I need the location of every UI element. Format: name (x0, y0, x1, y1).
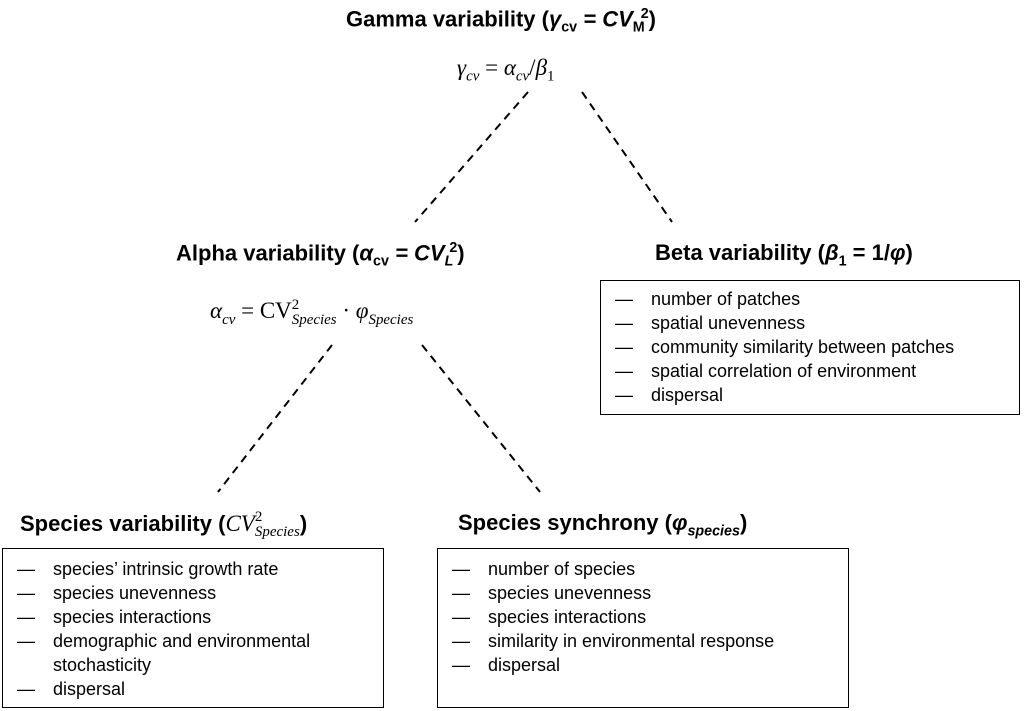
dash-bullet: — (452, 631, 470, 651)
species-synchrony-title: Species synchrony (φspecies) (458, 510, 748, 540)
list-item: —number of patches (615, 289, 801, 309)
dash-bullet: — (452, 583, 470, 603)
dash-bullet: — (452, 559, 470, 579)
gamma-alpha-connector (414, 91, 529, 223)
dash-bullet: — (17, 607, 35, 627)
dash-bullet: — (615, 289, 633, 309)
list-item: —species interactions (17, 607, 212, 627)
list-item: —species’ intrinsic growth rate (17, 559, 279, 579)
dash-bullet: — (17, 679, 35, 699)
list-item: —similarity in environmental response (452, 631, 775, 651)
list-item: —number of species (452, 559, 636, 579)
dash-bullet: — (615, 313, 633, 333)
dash-bullet: — (17, 631, 35, 651)
list-item: —spatial unevenness (615, 313, 806, 333)
species-synchrony-factors-box: —number of species —species unevenness —… (437, 548, 849, 708)
list-item: —demographic and environmental stochasti… (17, 631, 311, 675)
list-item: —dispersal (452, 655, 561, 675)
dash-bullet: — (615, 385, 633, 405)
alpha-speciessync-connector (421, 344, 541, 493)
dash-bullet: — (615, 361, 633, 381)
dash-bullet: — (452, 655, 470, 675)
alpha-title: Alpha variability (αcv = CVL2) (176, 240, 465, 270)
gamma-title: Gamma variability (γcv = CVM2) (346, 6, 656, 36)
list-item: —spatial correlation of environment (615, 361, 917, 381)
list-item: —dispersal (615, 385, 724, 405)
list-item: —species unevenness (17, 583, 217, 603)
gamma-formula: γcv = αcv/β1 (457, 55, 555, 85)
dash-bullet: — (615, 337, 633, 357)
dash-bullet: — (17, 583, 35, 603)
alpha-speciesvar-connector (217, 344, 333, 493)
beta-factors-box: —number of patches —spatial unevenness —… (600, 280, 1020, 415)
dash-bullet: — (17, 559, 35, 579)
list-item: —dispersal (17, 679, 126, 699)
list-item: —species unevenness (452, 583, 652, 603)
list-item: —community similarity between patches (615, 337, 955, 357)
beta-title: Beta variability (β1 = 1/φ) (655, 240, 913, 270)
species-variability-factors-box: —species’ intrinsic growth rate —species… (2, 548, 384, 708)
dash-bullet: — (452, 607, 470, 627)
gamma-beta-connector (581, 91, 673, 223)
list-item: —species interactions (452, 607, 647, 627)
